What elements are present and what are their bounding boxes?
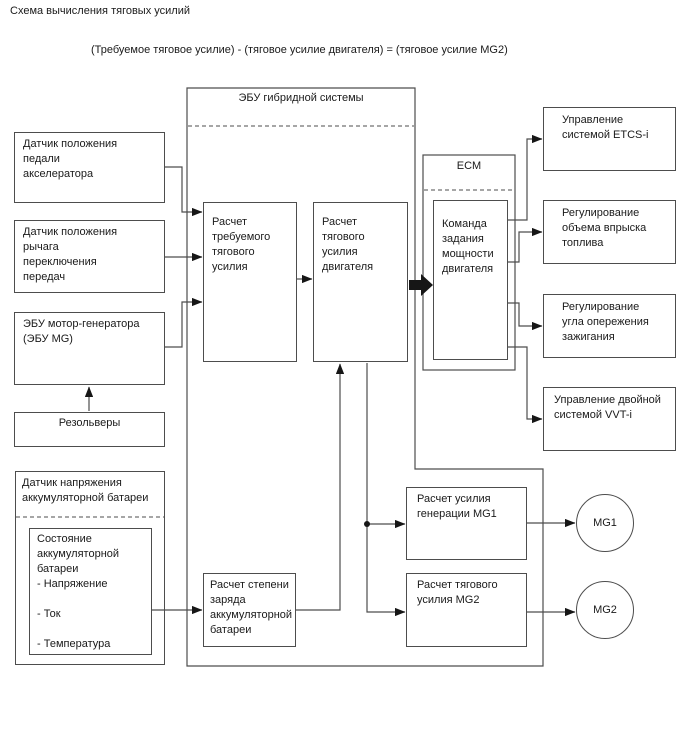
page-title: Схема вычисления тяговых усилий [10,5,190,17]
battery-state-box: Состояние аккумуляторной батареи - Напря… [29,528,152,655]
junction-dot [364,521,370,527]
mg2-label: MG2 [593,603,617,616]
traction-formula: (Требуемое тяговое усилие) - (тяговое ус… [91,44,508,56]
connector-accel-pedal-to-required-force [165,166,203,217]
hybrid-ecu-container-label: ЭБУ гибридной системы [238,92,364,104]
mg-ecu-box: ЭБУ мотор-генератора (ЭБУ MG) [14,312,165,385]
shift-lever-sensor-box: Датчик положения рычага переключения пер… [14,220,165,293]
ecm-container-label: ECM [456,160,482,172]
connector-ecm-to-ignition-timing [508,302,543,331]
accel-pedal-sensor-box: Датчик положения педали акселератора [14,132,165,203]
connector-soc-calc-to-engine-force [296,363,345,611]
connector-ecm-to-etcs [508,134,543,221]
ignition-timing-box: Регулирование угла опережения зажигания [543,294,676,358]
mg1-generation-calc-box: Расчет усилия генерации MG1 [406,487,527,560]
mg2-traction-calc-box: Расчет тягового усилия MG2 [406,573,527,647]
connector-mg-ecu-to-required-force [165,297,203,348]
vvt-control-box: Управление двойной системой VVT-i [543,387,676,451]
thick-arrow-engine-force-to-ecm [409,274,433,296]
engine-force-calc-box: Расчет тягового усилия двигателя [313,202,408,362]
engine-power-command-box: Команда задания мощности двигателя [433,200,508,360]
connector-ecm-to-fuel-injection [508,227,543,263]
connector-engine-force-to-mg2-calc [366,363,406,617]
mg2-node: MG2 [576,581,634,639]
battery-voltage-sensor-label: Датчик напряжения аккумуляторной батареи [22,477,149,504]
mg1-label: MG1 [593,516,617,529]
connector-ecm-to-vvt [508,346,543,424]
fuel-injection-box: Регулирование объема впрыска топлива [543,200,676,264]
required-force-calc-box: Расчет требуемого тягового усилия [203,202,297,362]
mg1-node: MG1 [576,494,634,552]
resolvers-box: Резольверы [14,412,165,447]
soc-calc-box: Расчет степени заряда аккумуляторной бат… [203,573,296,647]
etcs-control-box: Управление системой ETCS-i [543,107,676,171]
